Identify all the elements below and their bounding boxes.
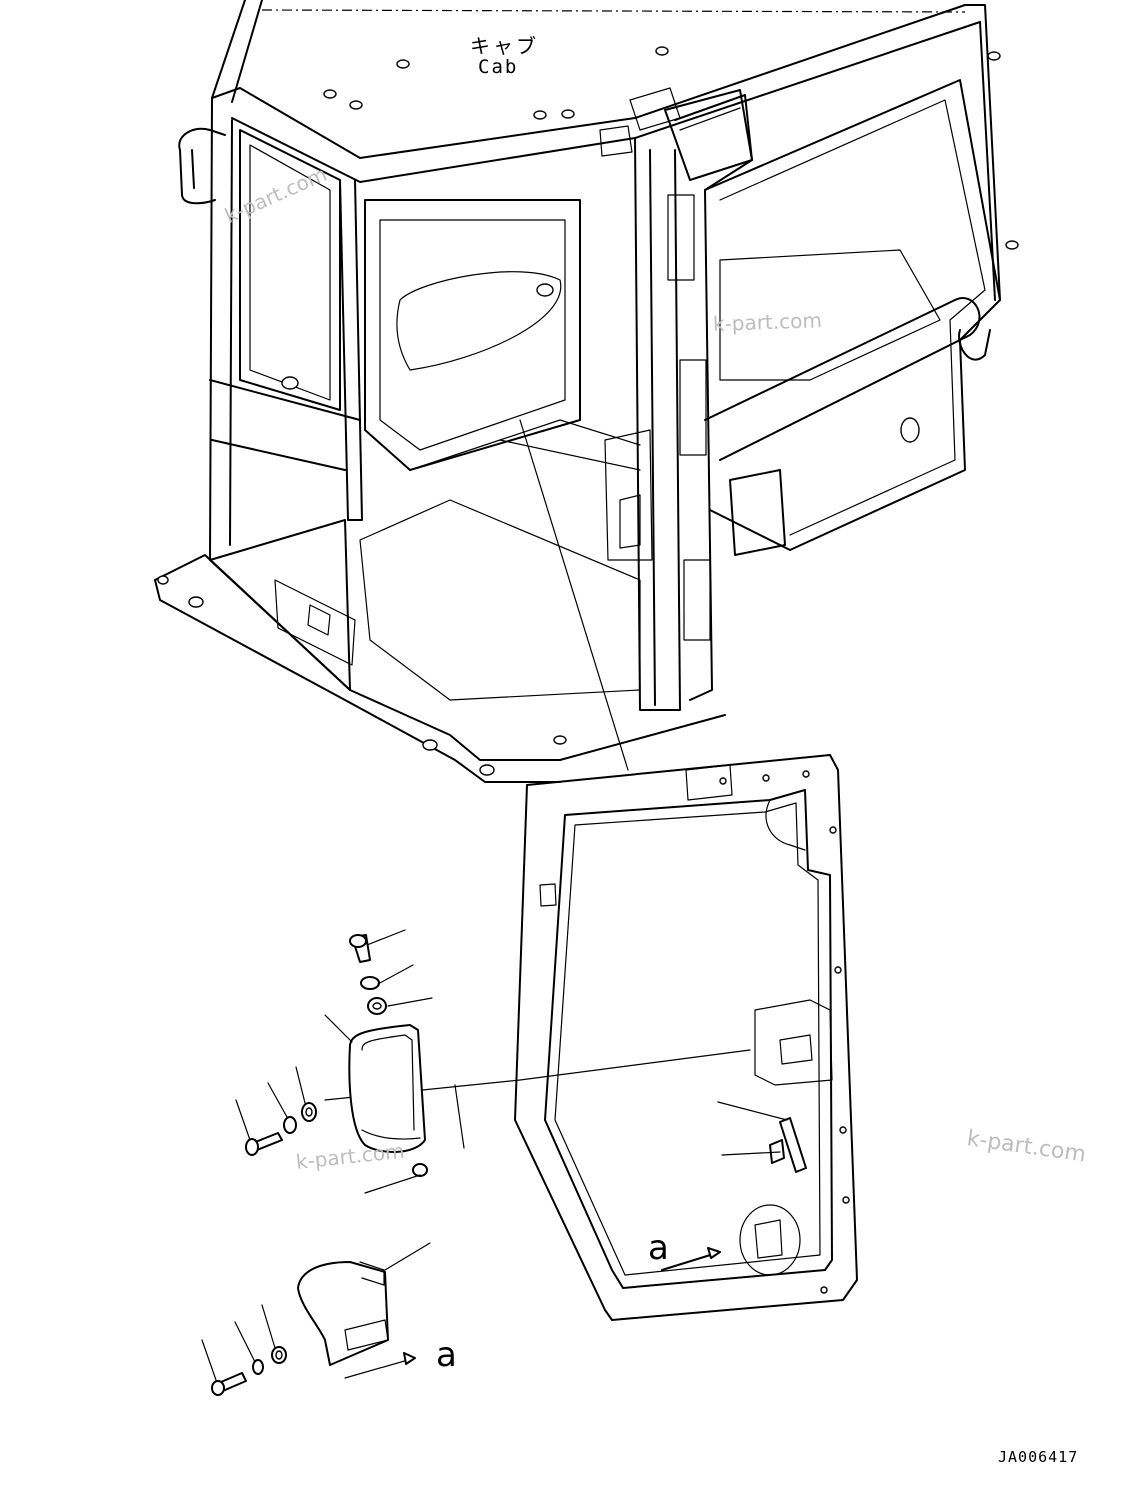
handle-assembly (235, 929, 788, 1194)
drawing-number: JA006417 (998, 1448, 1079, 1466)
cab-frame (154, 0, 1019, 783)
title-jp: キャブ (470, 34, 539, 58)
view-marker-callout: a (436, 1335, 457, 1375)
title-en: Cab (478, 56, 519, 78)
view-marker-door: a (648, 1228, 669, 1268)
watermark-2: k-part.com (712, 308, 823, 336)
cover-assembly (201, 1242, 431, 1396)
door (324, 754, 858, 1321)
